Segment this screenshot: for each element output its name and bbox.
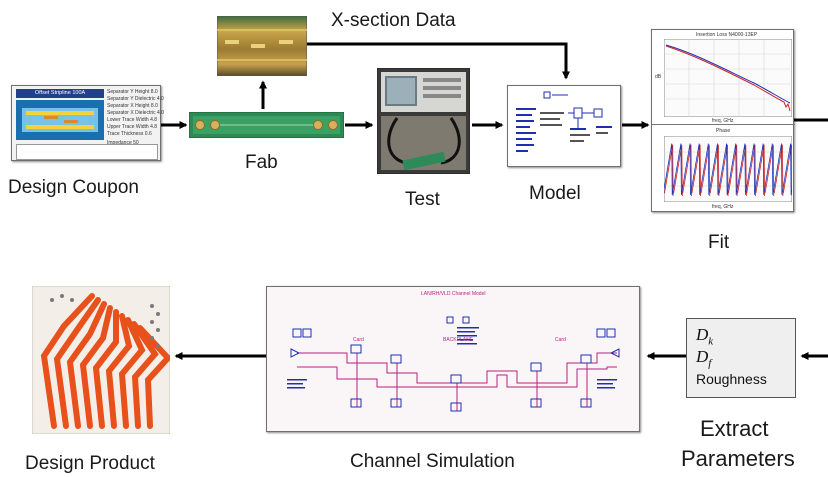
channel-section-card-right: Card [555, 337, 566, 343]
fit-phase-plot [664, 136, 792, 202]
coupon-title-bar: Offset Stripline 100A [16, 89, 104, 98]
coupon-cross-section-graphic [16, 100, 104, 140]
fit-insertion-loss-plot [664, 39, 792, 117]
board-trace [92, 309, 119, 429]
board-trace [105, 313, 133, 429]
fit-bottom-plot-title: Phase [716, 128, 731, 134]
board-trace [53, 297, 101, 429]
label-design-coupon: Design Coupon [8, 177, 139, 198]
board-trace [40, 293, 95, 429]
design-coupon-screenshot: Offset Stripline 100A Separator Y Height… [11, 85, 164, 161]
fit-top-xlabel: freq, GHz [712, 118, 734, 124]
board-trace [137, 325, 170, 429]
coupon-status-area [16, 144, 158, 160]
board-trace [131, 321, 159, 429]
label-extract: Extract [700, 416, 769, 441]
label-xsection-data: X-section Data [331, 10, 456, 31]
board-trace [66, 301, 107, 429]
extract-parameters-box: Dk Df Roughness [686, 318, 796, 398]
label-fab: Fab [245, 152, 278, 173]
coupon-params: Separator Y Height 8.0 Separator Y Diele… [107, 89, 164, 146]
xsection-micrograph-photo [217, 16, 307, 76]
board-trace [79, 305, 113, 429]
board-trace [118, 317, 146, 429]
fab-pcb-coupon-photo [189, 112, 344, 138]
channel-section-card-left: Card [353, 337, 364, 343]
label-test: Test [405, 189, 440, 210]
param-roughness: Roughness [696, 371, 767, 387]
model-schematic-screenshot [507, 85, 621, 167]
fit-top-ylabel: dB [655, 74, 662, 80]
label-model: Model [529, 183, 581, 204]
fit-bottom-xlabel: freq, GHz [712, 204, 734, 210]
design-product-board-layout [32, 286, 170, 434]
label-channel-simulation: Channel Simulation [350, 451, 515, 472]
label-design-product: Design Product [25, 453, 155, 474]
label-parameters: Parameters [681, 446, 795, 471]
test-network-analyzer-photo [377, 68, 470, 174]
channel-section-backplane: BACKPLANE [443, 337, 474, 343]
channel-simulation-schematic: LAN/RH/VLD Channel Model [266, 286, 640, 432]
param-df: Df [696, 347, 712, 370]
arrow-xsection-to-model [307, 42, 570, 80]
param-dk: Dk [696, 325, 714, 348]
channel-schematic-wires [287, 316, 620, 412]
channel-schematic-title: LAN/RH/VLD Channel Model [421, 291, 486, 297]
fit-plots-screenshot: Insertion Loss N4000-13EP freq, GHz dB P… [651, 29, 795, 212]
label-fit: Fit [708, 232, 730, 253]
fit-top-plot-title: Insertion Loss N4000-13EP [696, 32, 758, 38]
